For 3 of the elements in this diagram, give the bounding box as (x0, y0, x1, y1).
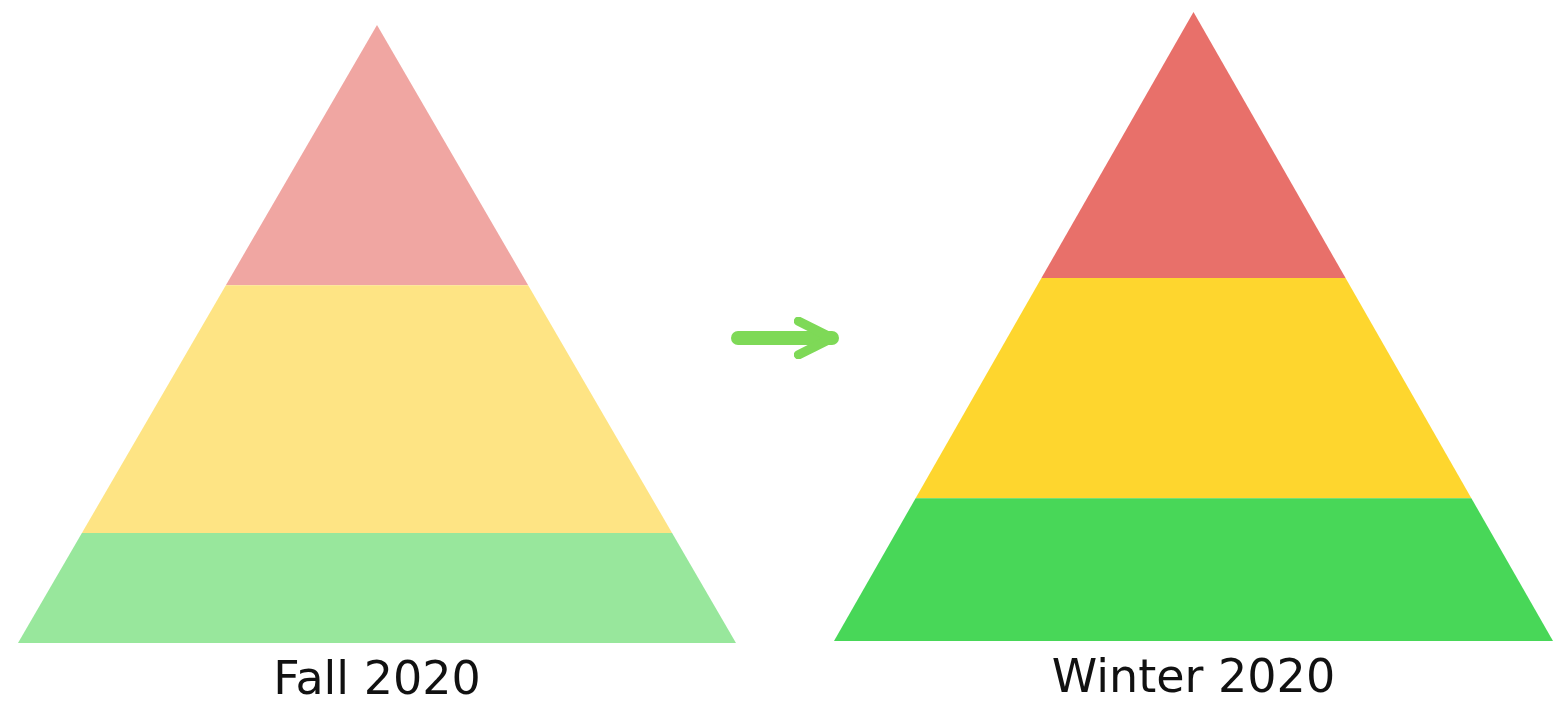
arrow (731, 316, 839, 360)
pyramid-label: Winter 2020 (1050, 649, 1337, 703)
pyramid-label: Fall 2020 (272, 651, 482, 705)
